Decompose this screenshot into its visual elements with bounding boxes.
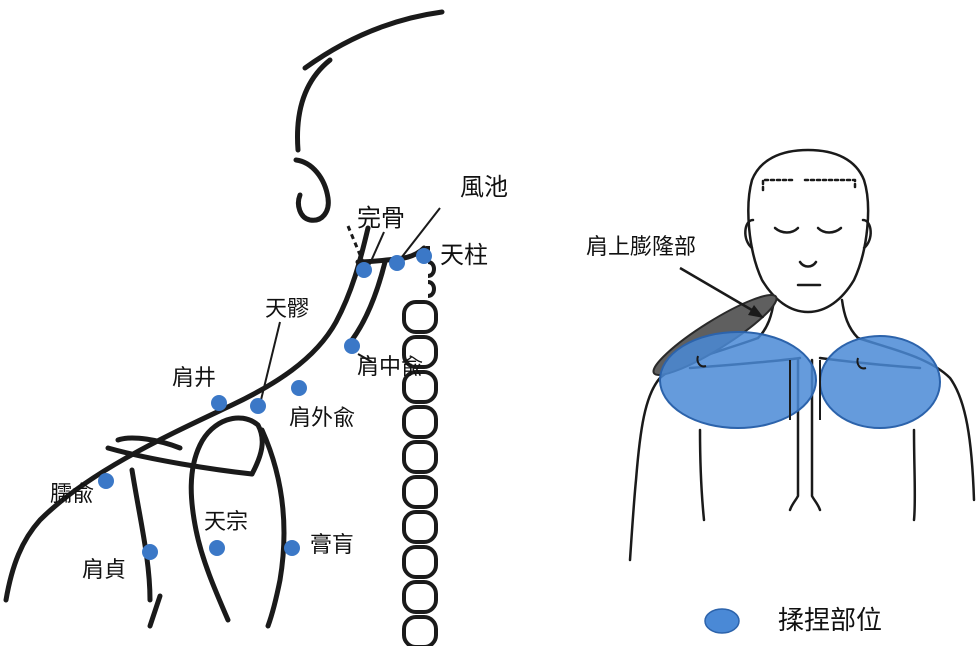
- tianzong-point: [209, 540, 225, 556]
- left-arm-inner: [700, 430, 704, 520]
- label-gaohuang: 膏肓: [310, 534, 354, 558]
- label-wangu: 完骨: [357, 206, 405, 230]
- naoyu-point: [98, 473, 114, 489]
- label-jianjing: 肩井: [172, 367, 216, 391]
- left-eye: [775, 228, 798, 233]
- label-tianzong: 天宗: [204, 511, 248, 535]
- nose: [800, 262, 816, 267]
- label-jianwaiyu: 肩外兪: [289, 407, 355, 431]
- spine: [404, 262, 436, 646]
- gaohuang-point: [284, 540, 300, 556]
- hairline: [763, 180, 855, 190]
- wangu-point: [356, 262, 372, 278]
- ear-outline: [296, 160, 328, 220]
- massage-area-left: [660, 332, 816, 428]
- skull-curve: [297, 60, 330, 150]
- right-arm-inner: [914, 430, 915, 520]
- legend-swatch: [705, 609, 739, 633]
- arm-line: [132, 470, 150, 600]
- fengchi-point: [389, 255, 405, 271]
- label-naoyu: 臑兪: [50, 483, 94, 507]
- scapula-inner: [262, 430, 284, 626]
- label-tianliao: 天髎: [265, 298, 309, 322]
- jianwaiyu-point: [291, 380, 307, 396]
- jianzhen-point: [142, 544, 158, 560]
- tianzhu-point: [416, 248, 432, 264]
- callout-arrow: [680, 268, 764, 318]
- label-jianzhongyu: 肩中兪: [357, 356, 423, 380]
- label-tianzhu: 天柱: [440, 243, 488, 267]
- acupoints: [98, 248, 432, 560]
- label-fengchi: 風池: [460, 175, 508, 199]
- tianliao-point: [250, 398, 266, 414]
- label-shoulder-bulge: 肩上膨隆部: [586, 236, 696, 260]
- massage-area-right: [820, 336, 940, 428]
- label-jianzhen: 肩貞: [82, 559, 126, 583]
- head-outline: [305, 12, 442, 68]
- front-head-outline: [748, 150, 868, 312]
- jianjing-point: [211, 395, 227, 411]
- legend-label: 揉捏部位: [778, 607, 882, 635]
- right-eye: [818, 228, 841, 233]
- front-neck-right: [842, 300, 858, 338]
- jianzhongyu-point: [344, 338, 360, 354]
